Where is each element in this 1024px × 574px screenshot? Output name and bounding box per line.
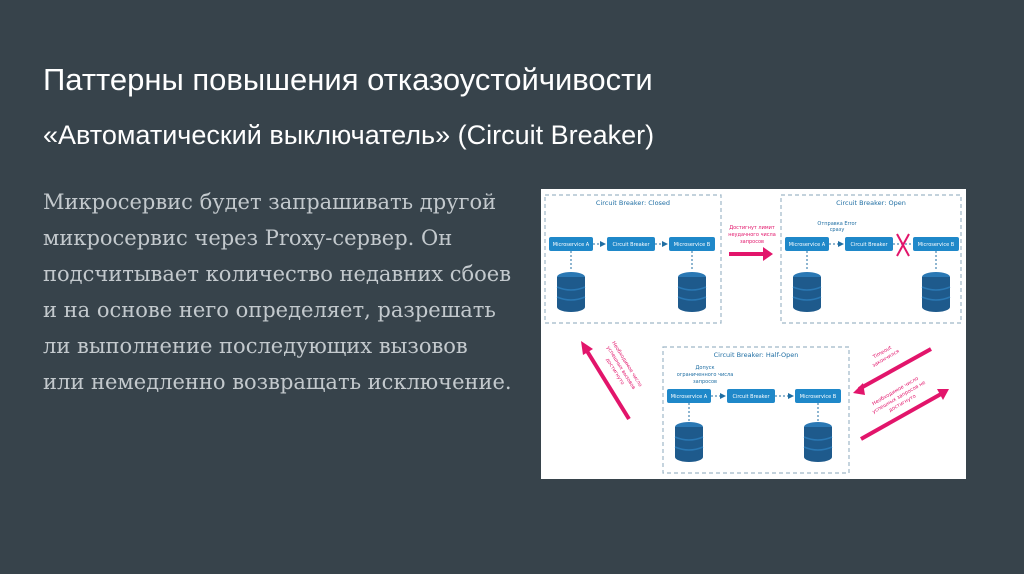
arrow-top-line3: запросов [740,239,764,245]
half-open-right-label: Microservice B [800,394,837,400]
failure-cross-icon [896,233,910,257]
arrow-top: Достигнут лимит неудачного числа запросо… [728,225,776,261]
arrow-top-line1: Достигнут лимит [729,225,775,231]
arrow-left: Необходимое число успешных вызовов дости… [581,340,643,421]
closed-right-label: Microservice B [674,242,711,248]
half-open-note-line3: запросов [693,379,717,385]
slide-subtitle: «Автоматический выключатель» (Circuit Br… [43,120,655,150]
open-title: Circuit Breaker: Open [836,199,906,207]
open-database-a-icon [792,271,822,313]
arrow-top-line2: неудачного числа [728,232,776,238]
closed-middle-label: Circuit Breaker [612,242,650,248]
open-database-b-icon [921,271,951,313]
closed-database-b-icon [677,271,707,313]
closed-panel: Circuit Breaker: Closed Microservice A C… [544,194,722,324]
slide-title: Паттерны повышения отказоустойчивости [43,62,653,97]
closed-left-label: Microservice A [553,242,590,248]
arrow-right-bottom: Необходимое число успешных запросов не д… [860,376,949,441]
open-right-label: Microservice B [918,242,955,248]
half-open-title: Circuit Breaker: Half-Open [714,351,799,359]
open-left-label: Microservice A [789,242,826,248]
half-open-note-line2: ограниченного числа [677,372,734,378]
slide-body-text: Микросервис будет запрашивать другой мик… [43,190,512,394]
closed-database-a-icon [556,271,586,313]
circuit-breaker-diagram: Circuit Breaker: Closed Microservice A C… [541,189,966,479]
closed-title: Circuit Breaker: Closed [596,199,670,207]
half-open-panel: Circuit Breaker: Half-Open Допуск ограни… [662,346,850,474]
half-open-database-b-icon [803,421,833,463]
half-open-left-label: Microservice A [671,394,708,400]
half-open-note-line1: Допуск [696,365,715,371]
open-note-line1: Отправка Error [817,221,857,227]
half-open-database-a-icon [674,421,704,463]
half-open-middle-label: Circuit Breaker [732,394,770,400]
open-middle-label: Circuit Breaker [850,242,888,248]
open-note-line2: сразу [830,227,845,233]
open-panel: Circuit Breaker: Open Отправка Error сра… [780,194,962,324]
